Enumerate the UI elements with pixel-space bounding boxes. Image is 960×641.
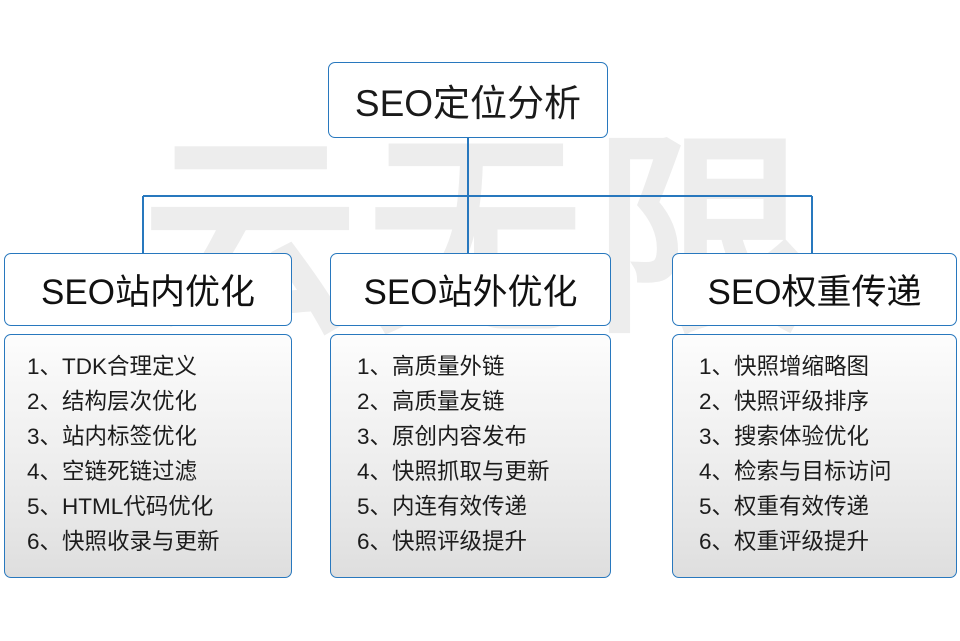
list-item: 5、HTML代码优化 xyxy=(27,494,214,519)
list-item: 4、快照抓取与更新 xyxy=(357,459,550,484)
column-header-onsite[interactable]: SEO站内优化 xyxy=(4,253,292,326)
list-item: 6、快照收录与更新 xyxy=(27,529,220,554)
column-header-label: SEO站内优化 xyxy=(41,273,255,312)
list-item: 3、搜索体验优化 xyxy=(699,424,870,449)
list-item: 4、检索与目标访问 xyxy=(699,459,892,484)
list-item: 3、站内标签优化 xyxy=(27,424,198,449)
list-item: 4、空链死链过滤 xyxy=(27,459,198,484)
column-header-label: SEO站外优化 xyxy=(363,273,578,312)
list-item: 1、快照增缩略图 xyxy=(699,354,870,379)
branch-column-weight-transfer: SEO权重传递 1、快照增缩略图 2、快照评级排序 3、搜索体验优化 4、检索与… xyxy=(672,253,957,578)
list-item: 3、原创内容发布 xyxy=(357,424,528,449)
branch-column-onsite: SEO站内优化 1、TDK合理定义 2、结构层次优化 3、站内标签优化 4、空链… xyxy=(4,253,292,578)
list-item: 5、权重有效传递 xyxy=(699,494,870,519)
column-header-weight-transfer[interactable]: SEO权重传递 xyxy=(672,253,957,326)
list-item: 6、快照评级提升 xyxy=(357,529,528,554)
list-item: 5、内连有效传递 xyxy=(357,494,528,519)
column-list-offsite: 1、高质量外链 2、高质量友链 3、原创内容发布 4、快照抓取与更新 5、内连有… xyxy=(330,334,611,578)
list-item: 2、结构层次优化 xyxy=(27,389,198,414)
list-item: 1、高质量外链 xyxy=(357,354,505,379)
list-item: 1、TDK合理定义 xyxy=(27,354,198,379)
root-node-seo-positioning-analysis[interactable]: SEO定位分析 xyxy=(328,62,608,138)
column-list-onsite: 1、TDK合理定义 2、结构层次优化 3、站内标签优化 4、空链死链过滤 5、H… xyxy=(4,334,292,578)
column-list-weight-transfer: 1、快照增缩略图 2、快照评级排序 3、搜索体验优化 4、检索与目标访问 5、权… xyxy=(672,334,957,578)
column-header-label: SEO权重传递 xyxy=(707,273,922,312)
list-item: 2、快照评级排序 xyxy=(699,389,870,414)
column-header-offsite[interactable]: SEO站外优化 xyxy=(330,253,611,326)
list-item: 2、高质量友链 xyxy=(357,389,505,414)
branch-column-offsite: SEO站外优化 1、高质量外链 2、高质量友链 3、原创内容发布 4、快照抓取与… xyxy=(330,253,611,578)
list-item: 6、权重评级提升 xyxy=(699,529,870,554)
page-title: SEO定位分析 xyxy=(354,83,582,124)
